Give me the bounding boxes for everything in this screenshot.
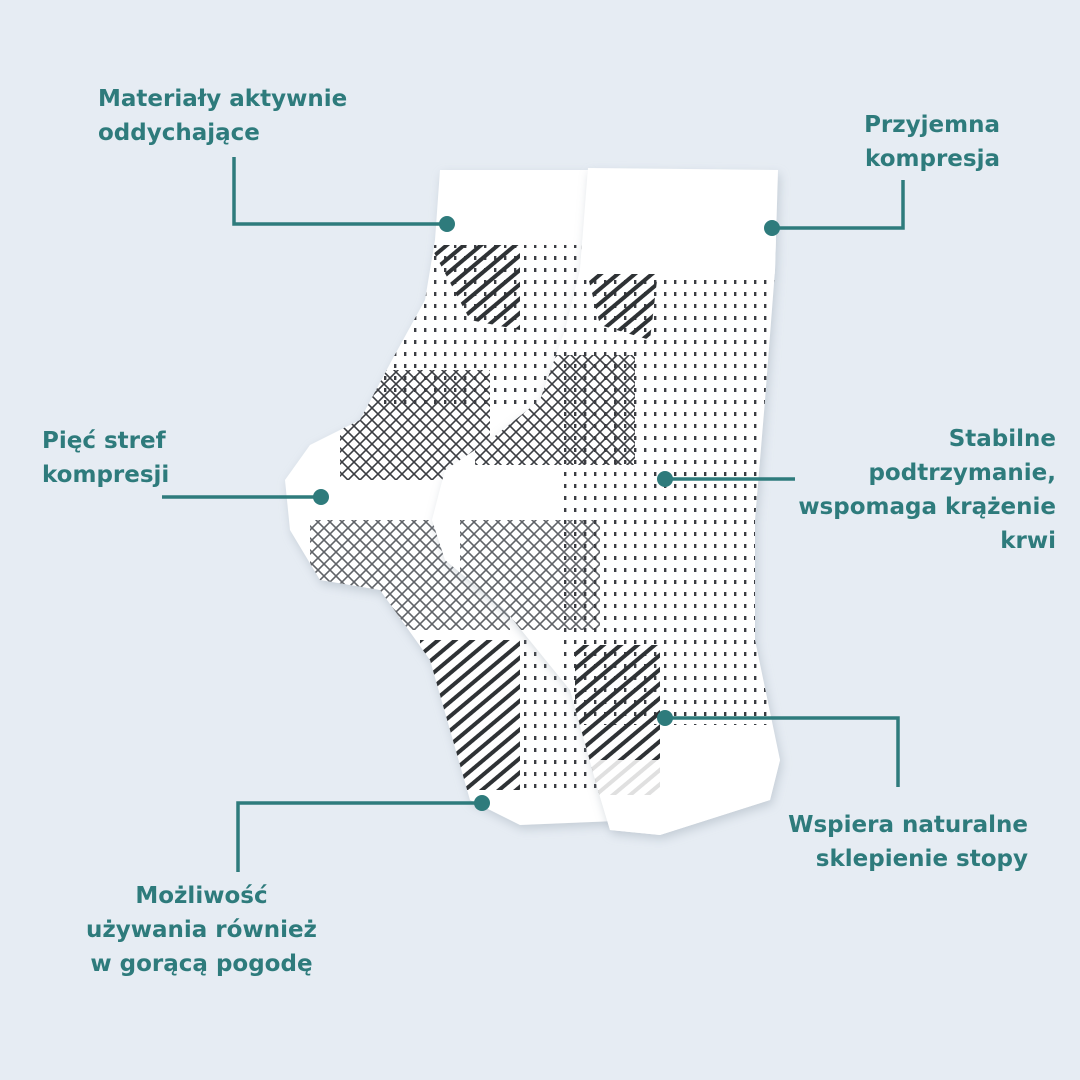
callout-line: używania również (86, 917, 317, 943)
dot-breathable (439, 216, 455, 232)
dot-arch (657, 710, 673, 726)
connector-compression (772, 180, 905, 230)
callout-line: Stabilne (948, 426, 1056, 452)
connector-arch (665, 716, 900, 787)
callout-line: wspomaga krążenie (798, 494, 1056, 520)
callout-line: Wspiera naturalne (788, 812, 1028, 838)
callout-line: w gorącą pogodę (90, 951, 313, 977)
callout-compression: Przyjemna kompresja (864, 108, 1000, 176)
connector-hot (236, 801, 482, 872)
callout-stable: Stabilne podtrzymanie, wspomaga krążenie… (798, 422, 1056, 558)
dot-compression (764, 220, 780, 236)
dot-stable (657, 471, 673, 487)
callout-line: kompresji (42, 462, 170, 488)
dot-hot (474, 795, 490, 811)
callout-arch: Wspiera naturalne sklepienie stopy (788, 808, 1028, 876)
callout-connectors (162, 157, 905, 872)
dot-zones (313, 489, 329, 505)
callout-dots (313, 216, 780, 811)
callout-hot-weather: Możliwość używania również w gorącą pogo… (86, 879, 317, 981)
callout-breathable: Materiały aktywnie oddychające (98, 82, 347, 150)
callout-line: kompresja (865, 146, 1000, 172)
callout-line: sklepienie stopy (815, 846, 1028, 872)
callout-line: Materiały aktywnie (98, 86, 348, 112)
callout-line: krwi (1000, 528, 1056, 554)
callout-line: Przyjemna (864, 112, 1000, 138)
connector-breathable (232, 157, 447, 226)
callout-line: Pięć stref (42, 428, 166, 454)
callout-line: Możliwość (135, 883, 268, 909)
callout-line: oddychające (98, 120, 260, 146)
callout-zones: Pięć stref kompresji (42, 424, 169, 492)
callout-line: podtrzymanie, (868, 460, 1056, 486)
